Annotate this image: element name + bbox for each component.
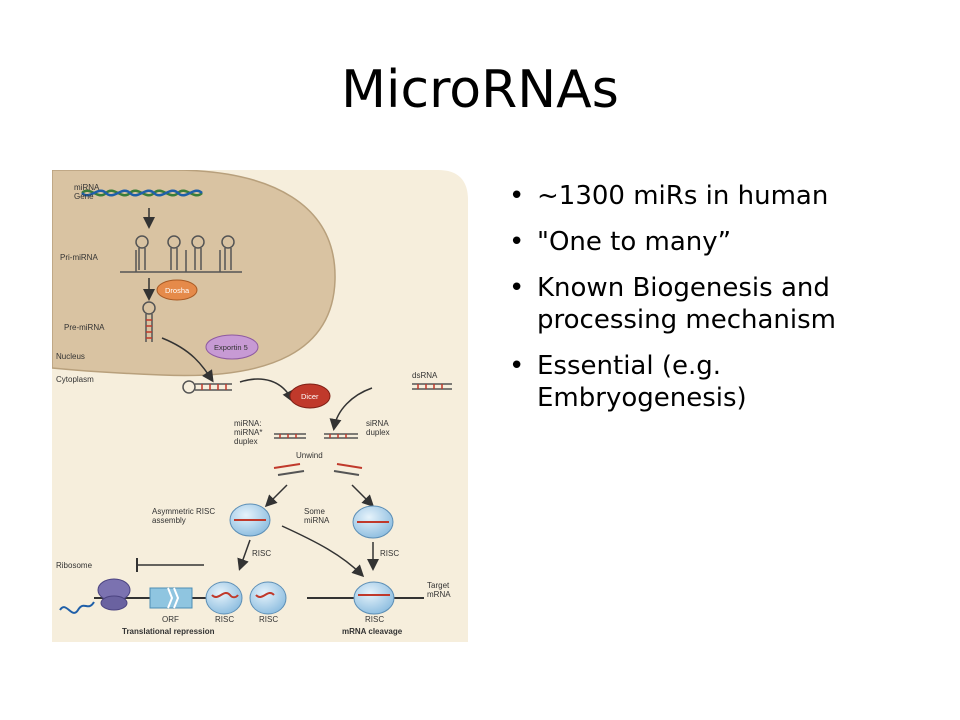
label-some-mirna-2: miRNA	[304, 516, 330, 525]
orf-box	[149, 587, 193, 609]
label-exportin: Exportin 5	[214, 343, 248, 352]
risc-bottom-2	[249, 581, 287, 615]
label-drosha: Drosha	[165, 286, 190, 295]
mrna-tail	[59, 601, 95, 614]
label-mirna-gene-1: miRNA	[74, 183, 100, 192]
label-orf: ORF	[162, 615, 179, 624]
label-mrna-cleavage: mRNA cleavage	[342, 627, 403, 636]
microrna-pathway-figure: miRNA Gene Pri-miRNA Drosha Pre-miRNA Ex…	[51, 169, 468, 642]
label-unwind: Unwind	[296, 451, 323, 460]
label-some-mirna-1: Some	[304, 507, 325, 516]
label-mirna-duplex-1: miRNA:	[234, 419, 262, 428]
cytoplasmic-pre-mirna	[182, 380, 232, 394]
label-risc-left: RISC	[252, 549, 271, 558]
label-ribosome: Ribosome	[56, 561, 93, 570]
pri-mirna-hairpins	[120, 235, 242, 273]
label-risc-bottom-1: RISC	[215, 615, 234, 624]
bullet-item: • "One to many”	[505, 226, 925, 258]
bullet-marker: •	[509, 181, 525, 211]
bullet-text: Essential (e.g. Embryogenesis)	[537, 351, 747, 413]
bullet-marker: •	[509, 273, 525, 303]
bullet-item: • Known Biogenesis and processing mechani…	[505, 272, 925, 336]
label-cytoplasm: Cytoplasm	[56, 375, 94, 384]
label-dicer: Dicer	[301, 392, 319, 401]
label-risc-bottom-3: RISC	[365, 615, 384, 624]
label-pri-mirna: Pri-miRNA	[60, 253, 98, 262]
label-dsrna: dsRNA	[412, 371, 438, 380]
risc-bottom-1	[205, 581, 243, 615]
bullet-text: ~1300 miRs in human	[537, 181, 829, 211]
label-mirna-gene-2: Gene	[74, 192, 94, 201]
exportin5-protein	[205, 334, 259, 360]
bullet-text: "One to many”	[537, 227, 732, 257]
label-mirna-duplex-2: miRNA*	[234, 428, 262, 437]
bullet-marker: •	[509, 227, 525, 257]
label-mirna-duplex-3: duplex	[234, 437, 258, 446]
bullet-item: • Essential (e.g. Embryogenesis)	[505, 350, 925, 414]
dsrna-molecule	[412, 383, 452, 390]
nucleus-region	[51, 169, 336, 377]
dna-helix	[81, 189, 203, 197]
unwound-strands	[273, 463, 363, 476]
slide-title: MicroRNAs	[341, 60, 619, 120]
sirna-duplex	[324, 433, 358, 439]
risc-bottom-3	[353, 581, 395, 615]
microrna-pathway-diagram: miRNA Gene Pri-miRNA Drosha Pre-miRNA Ex…	[51, 169, 468, 642]
label-risc-right: RISC	[380, 549, 399, 558]
label-risc-bottom-2: RISC	[259, 615, 278, 624]
label-target-mrna-2: mRNA	[427, 590, 451, 599]
bullet-marker: •	[509, 351, 525, 381]
label-target-mrna-1: Target	[427, 581, 450, 590]
dicer-enzyme	[289, 383, 331, 409]
ribosome	[97, 578, 131, 611]
label-sirna-duplex-1: siRNA	[366, 419, 389, 428]
label-sirna-duplex-2: duplex	[366, 428, 390, 437]
label-nucleus: Nucleus	[56, 352, 85, 361]
pre-mirna-hairpin	[142, 301, 156, 342]
label-asym-risc-2: assembly	[152, 516, 186, 525]
bullet-list: • ~1300 miRs in human • "One to many” • Kno…	[505, 180, 925, 428]
label-pre-mirna: Pre-miRNA	[64, 323, 105, 332]
bullet-text: Known Biogenesis and processing mechanis…	[537, 273, 836, 335]
mirna-duplex	[274, 433, 306, 439]
label-translational-repression: Translational repression	[122, 627, 215, 636]
drosha-enzyme	[156, 279, 198, 301]
label-asym-risc-1: Asymmetric RISC	[152, 507, 215, 516]
bullet-item: • ~1300 miRs in human	[505, 180, 925, 212]
